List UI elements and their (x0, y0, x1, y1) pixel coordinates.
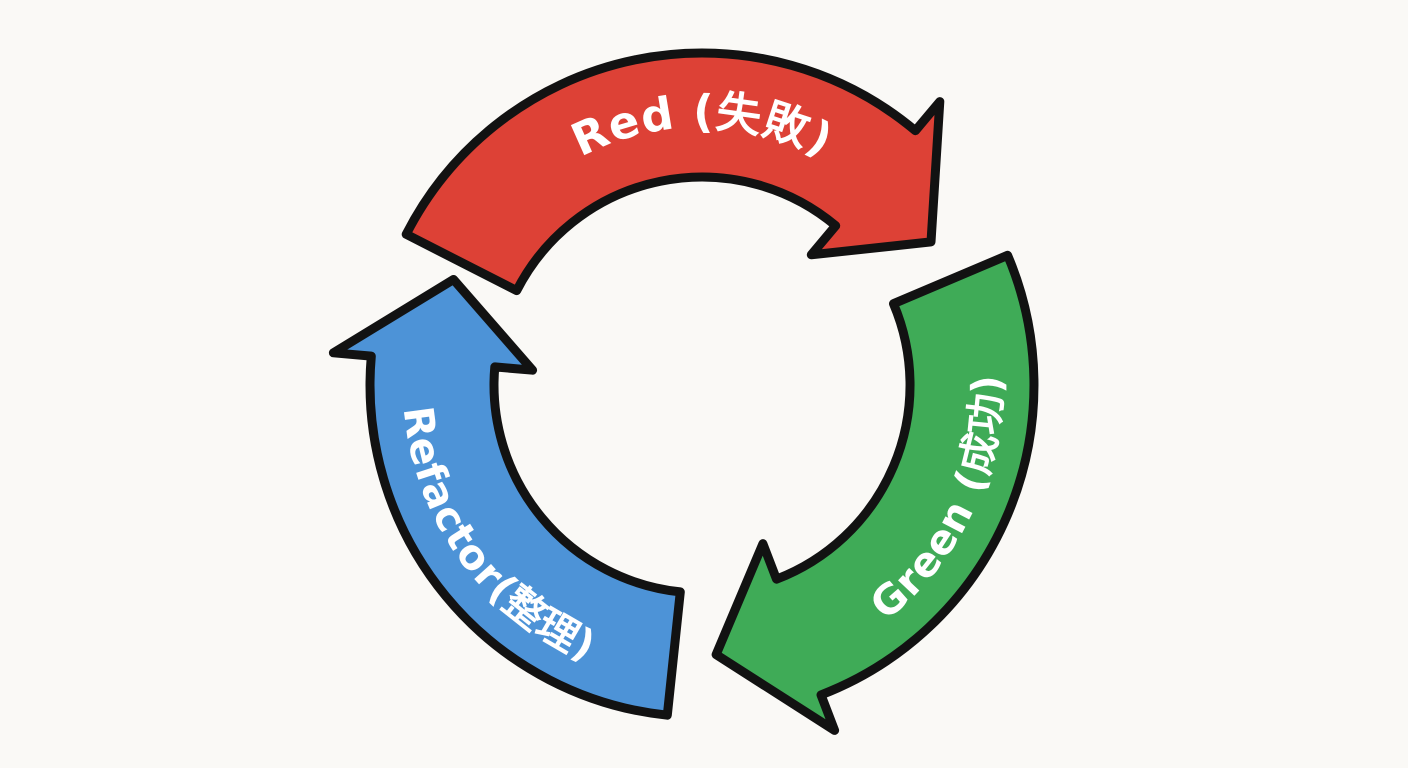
red-arrow (401, 48, 945, 296)
green-arrow (711, 250, 1039, 735)
refactor-arrow (328, 275, 685, 720)
